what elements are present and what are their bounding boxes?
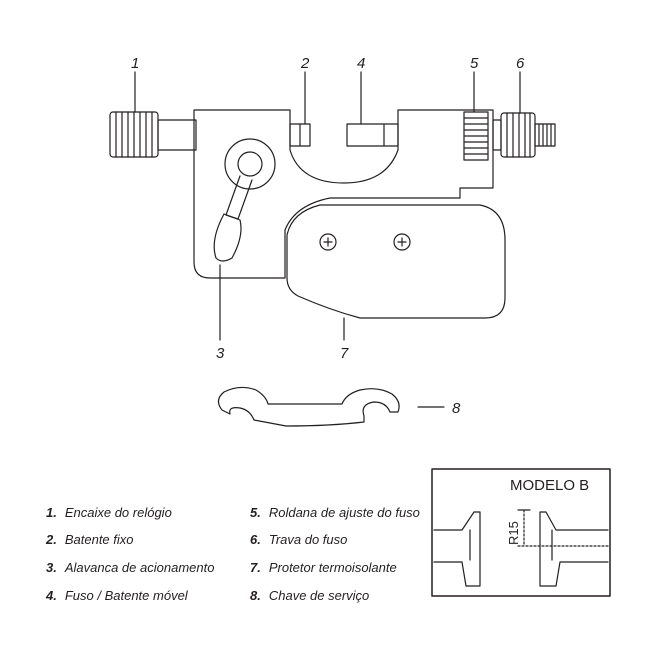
legend-item-1: 1. Encaixe do relógio bbox=[46, 505, 172, 520]
legend-text: Roldana de ajuste do fuso bbox=[268, 505, 420, 520]
callout-3: 3 bbox=[216, 345, 225, 362]
spindle-adjust-wheel bbox=[463, 111, 489, 161]
callout-2: 2 bbox=[300, 55, 310, 72]
model-b-inset bbox=[431, 468, 611, 597]
legend-item-8: 8. Chave de serviço bbox=[250, 588, 369, 603]
legend-item-3: 3. Alavanca de acionamento bbox=[46, 560, 214, 575]
legend-text: Protetor termoisolante bbox=[268, 560, 397, 575]
moving-spindle bbox=[346, 123, 399, 147]
legend-text: Trava do fuso bbox=[268, 532, 348, 547]
legend-num: 8. bbox=[250, 588, 261, 603]
legend-text: Batente fixo bbox=[64, 532, 134, 547]
legend-num: 2. bbox=[46, 532, 57, 547]
actuation-lever bbox=[213, 138, 276, 262]
legend-num: 7. bbox=[250, 560, 261, 575]
watch-holder-knob bbox=[109, 111, 197, 158]
legend-item-6: 6. Trava do fuso bbox=[250, 532, 347, 547]
legend-text: Fuso / Batente móvel bbox=[64, 588, 188, 603]
legend-num: 3. bbox=[46, 560, 57, 575]
legend-item-5: 5. Roldana de ajuste do fuso bbox=[250, 505, 420, 520]
legend-num: 1. bbox=[46, 505, 57, 520]
legend-text: Alavanca de acionamento bbox=[64, 560, 215, 575]
legend-item-2: 2. Batente fixo bbox=[46, 532, 134, 547]
service-wrench bbox=[217, 386, 400, 427]
callout-5: 5 bbox=[470, 55, 479, 72]
callout-8: 8 bbox=[452, 400, 461, 417]
callout-4: 4 bbox=[357, 55, 365, 72]
spindle-lock bbox=[492, 112, 556, 158]
fixed-stop bbox=[289, 123, 311, 147]
legend-num: 6. bbox=[250, 532, 261, 547]
inset-title: MODELO B bbox=[510, 477, 589, 494]
callout-1: 1 bbox=[131, 55, 139, 72]
legend-text: Chave de serviço bbox=[268, 588, 370, 603]
legend-item-4: 4. Fuso / Batente móvel bbox=[46, 588, 188, 603]
legend-text: Encaixe do relógio bbox=[64, 505, 172, 520]
callout-6: 6 bbox=[516, 55, 525, 72]
heat-insulating-guard bbox=[286, 204, 506, 319]
callout-7: 7 bbox=[340, 345, 349, 362]
legend-item-7: 7. Protetor termoisolante bbox=[250, 560, 397, 575]
legend-num: 5. bbox=[250, 505, 261, 520]
main-frame bbox=[193, 109, 494, 279]
inset-dimension: R15 bbox=[506, 521, 521, 545]
legend-num: 4. bbox=[46, 588, 57, 603]
